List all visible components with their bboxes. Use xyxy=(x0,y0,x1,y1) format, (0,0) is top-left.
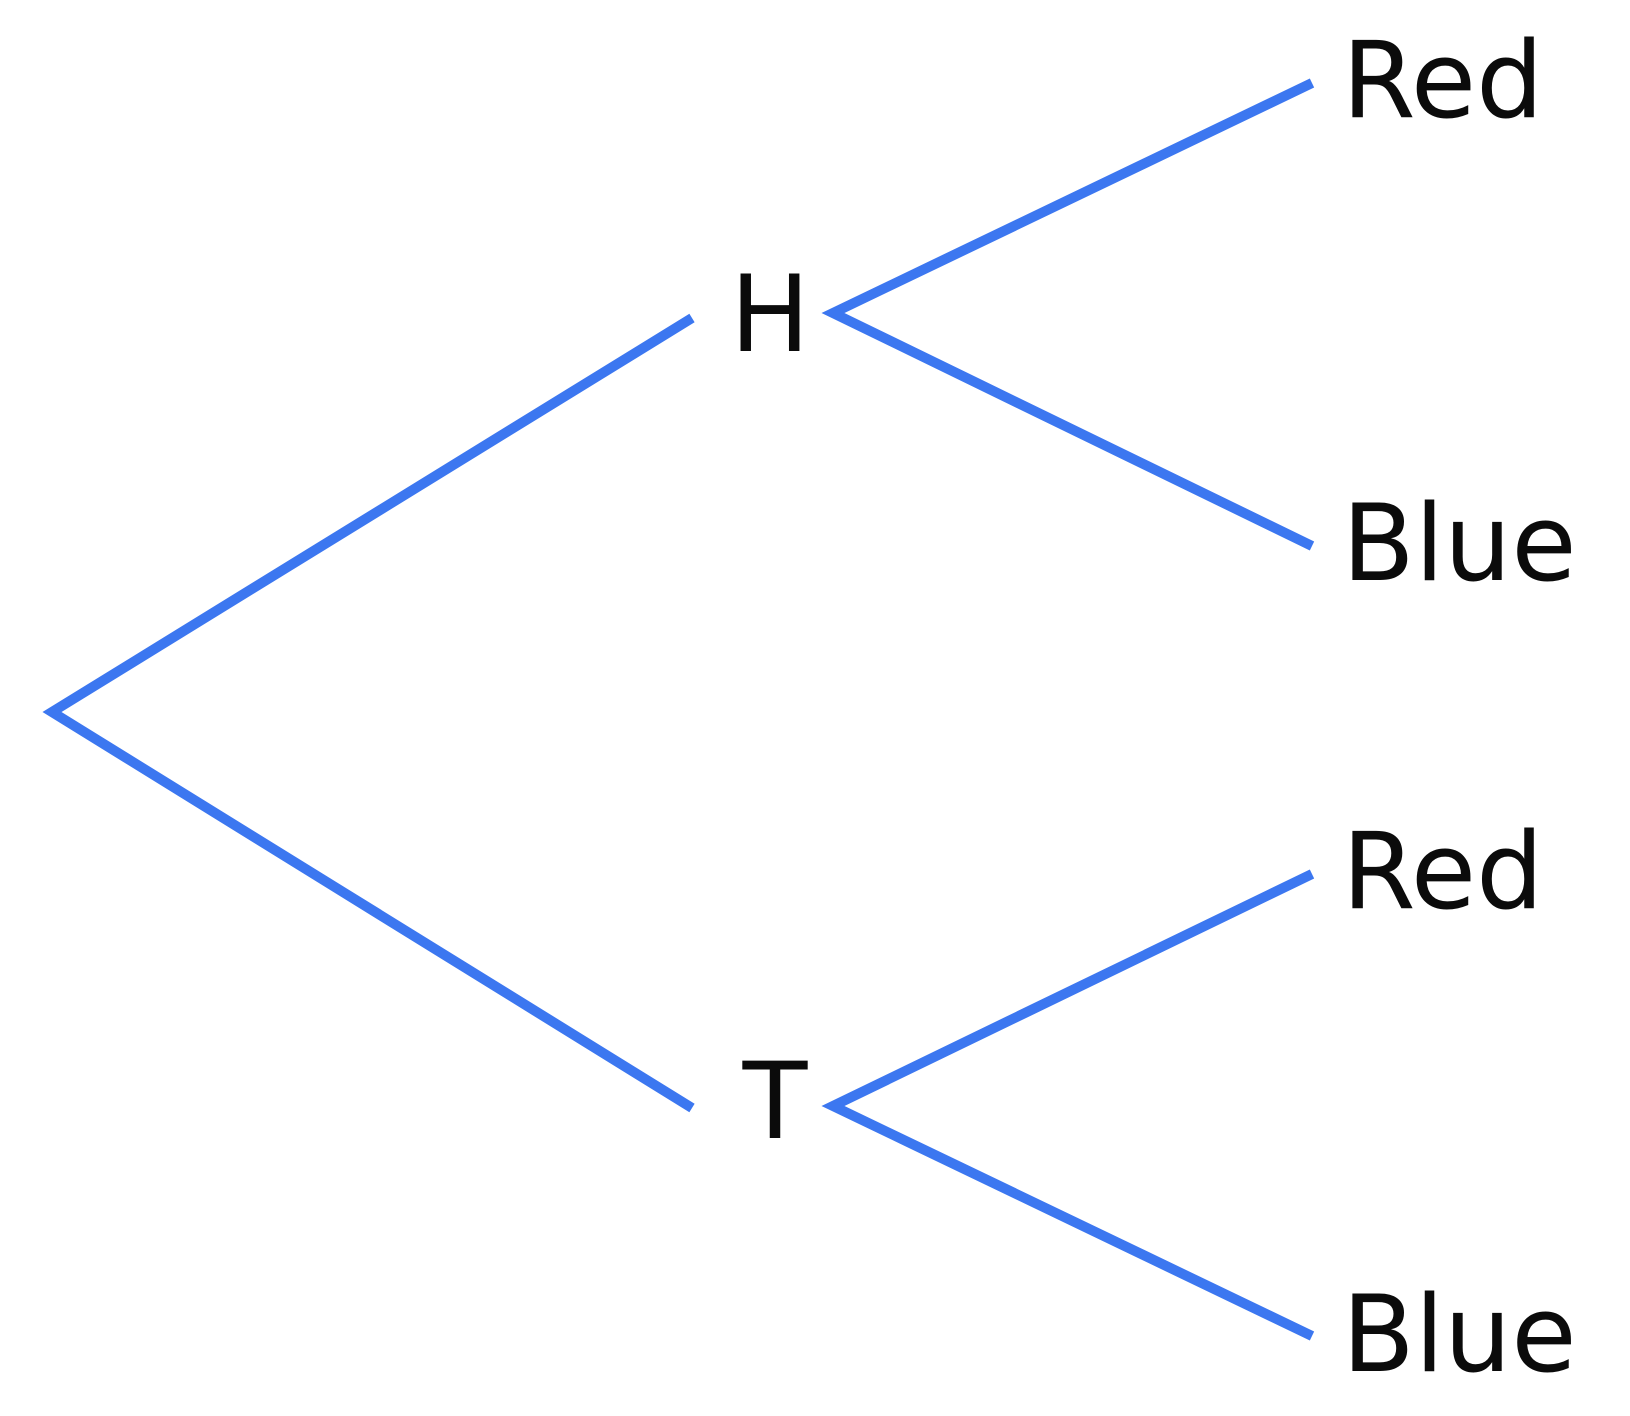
root-branches-line xyxy=(42,313,695,1113)
h-branches-line xyxy=(821,78,1315,551)
node-label-heads: H xyxy=(730,253,810,376)
leaf-label-t-red: Red xyxy=(1342,810,1544,933)
leaf-label-h-red: Red xyxy=(1342,19,1544,142)
t-branches-line xyxy=(821,869,1315,1341)
leaf-label-h-blue: Blue xyxy=(1342,482,1577,605)
leaf-label-t-blue: Blue xyxy=(1342,1273,1577,1396)
node-label-tails: T xyxy=(742,1040,808,1163)
